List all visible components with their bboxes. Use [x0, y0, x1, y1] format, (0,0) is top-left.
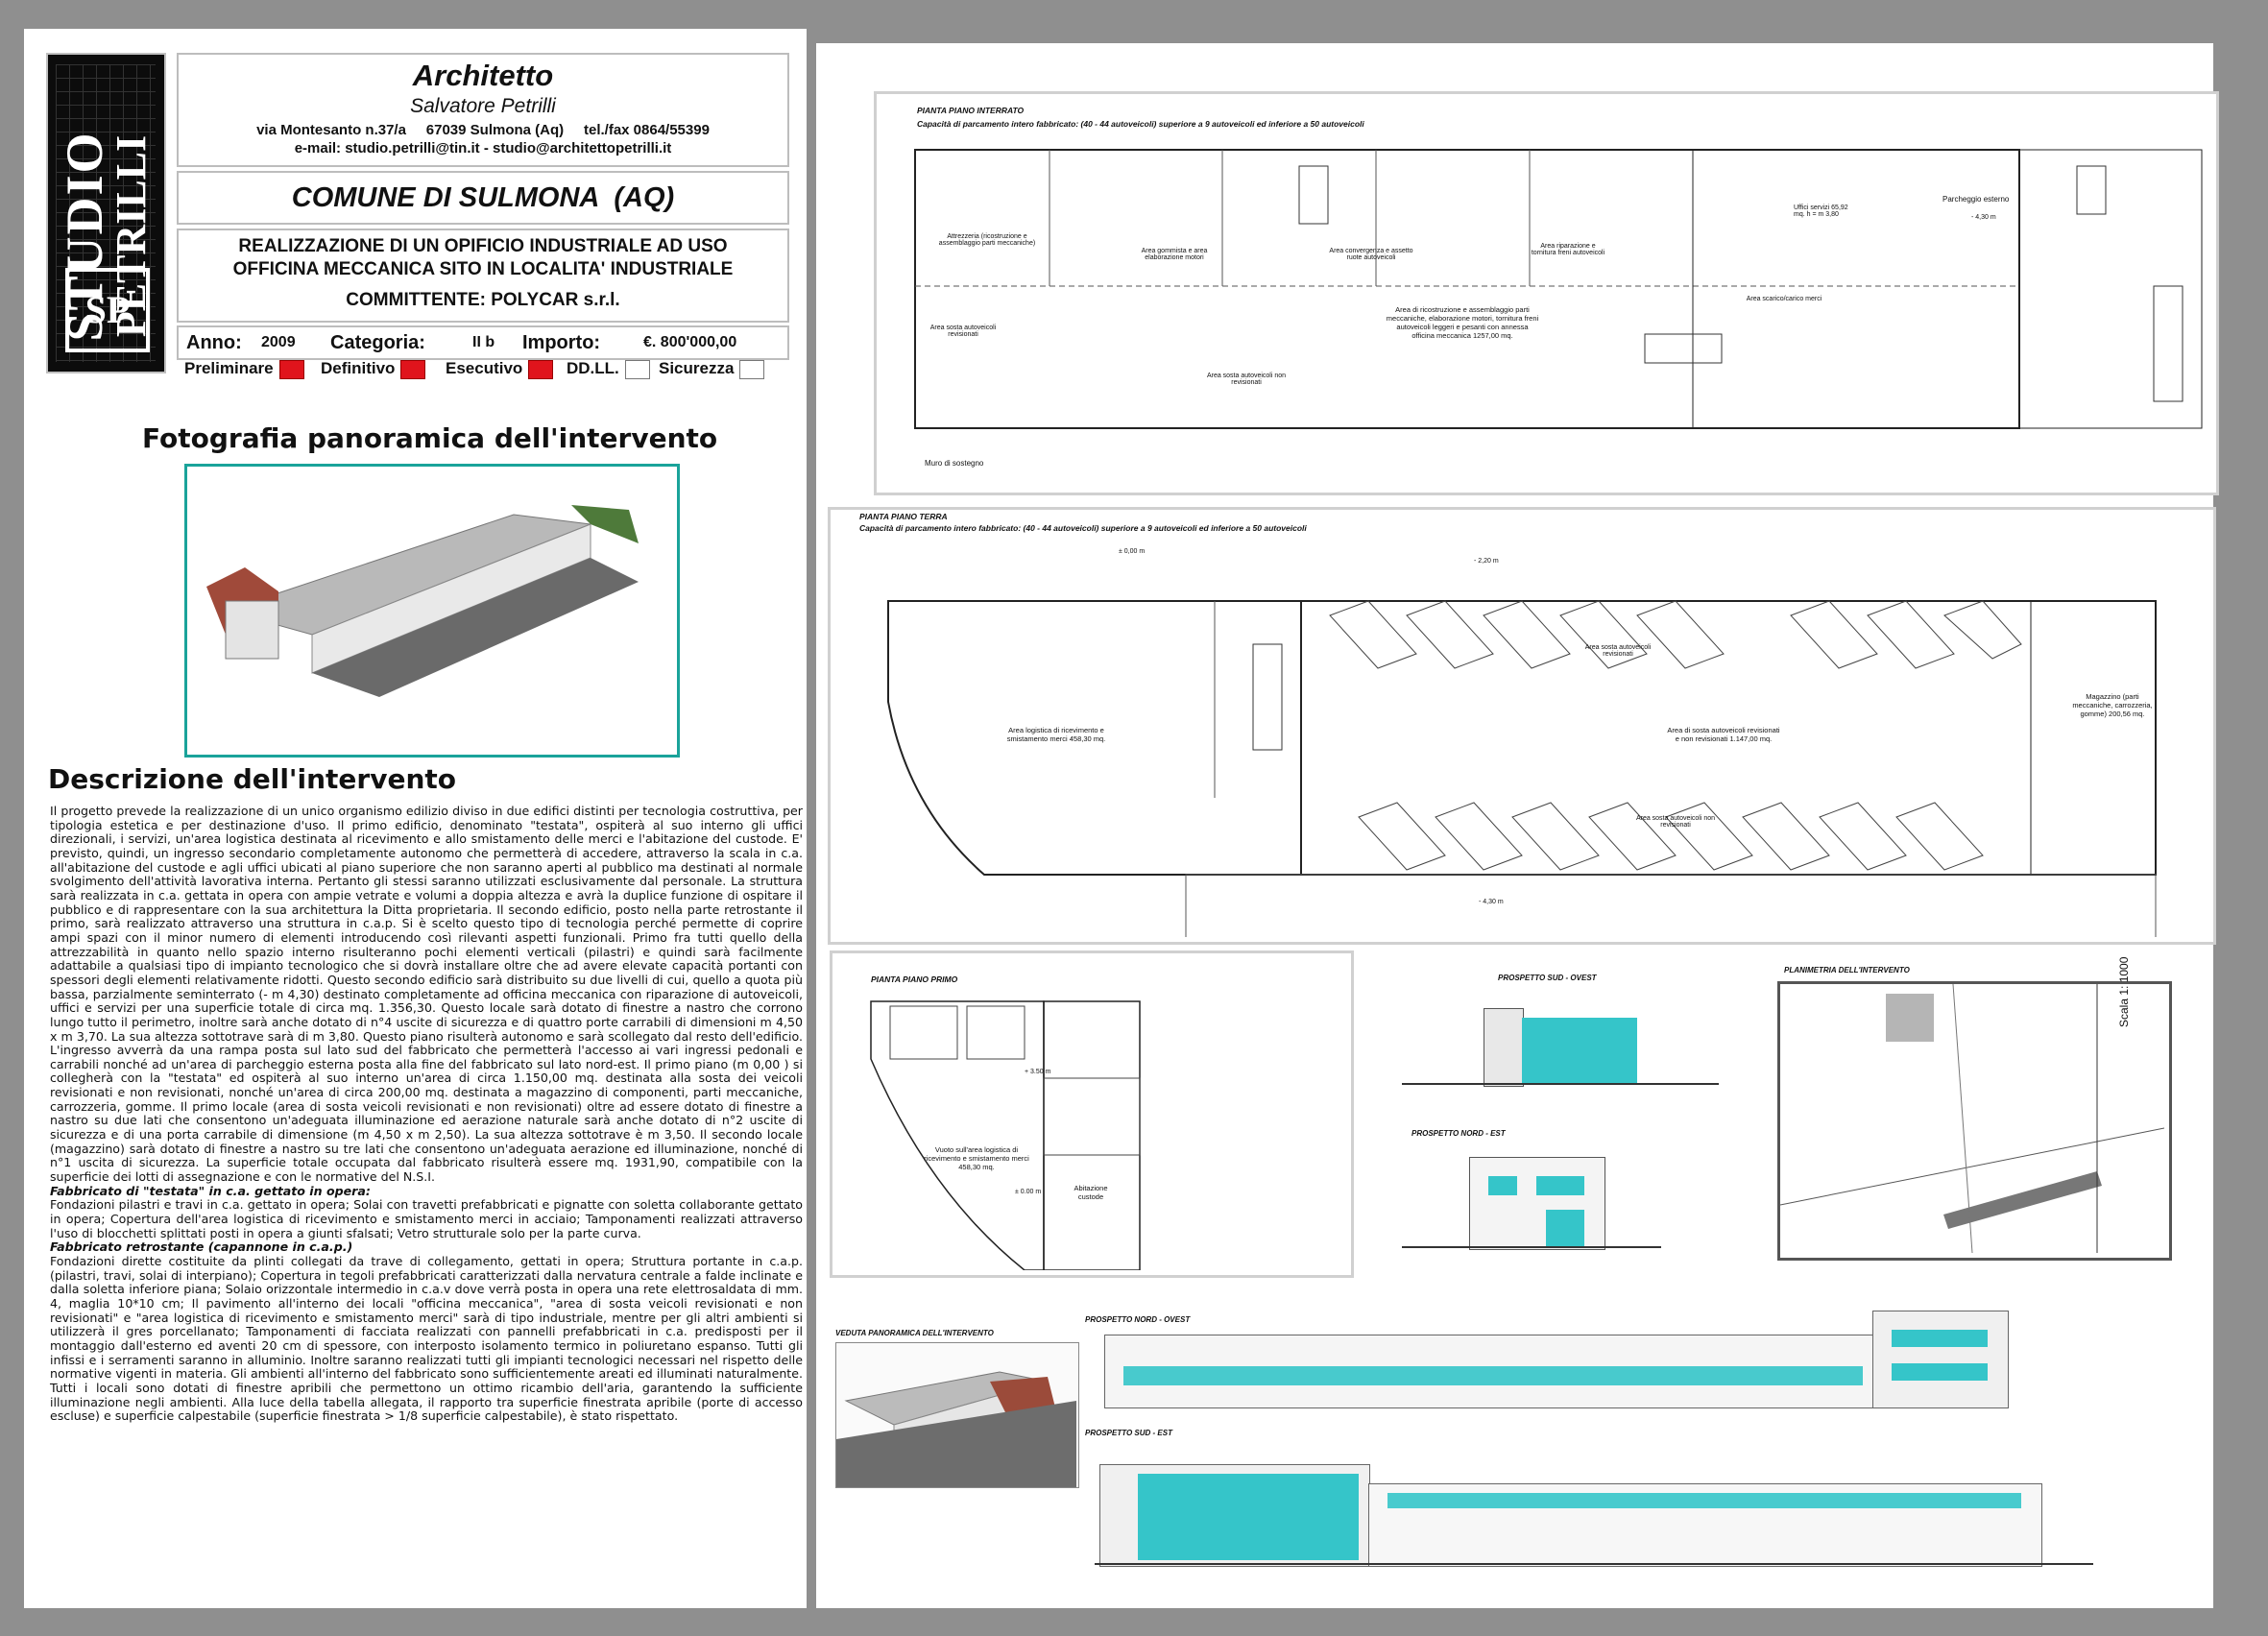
interrato-level: - 4,30 m [1971, 214, 1996, 221]
planimetria-box [1777, 981, 2172, 1261]
checkbox-esecutivo-icon [528, 359, 554, 379]
importo-label: Importo: [522, 332, 601, 353]
categoria-label: Categoria: [330, 332, 425, 353]
interrato-label-attrezzeria: Attrezzeria (ricostruzione e assemblaggi… [938, 233, 1036, 247]
terra-plan [887, 600, 2157, 937]
prospetto-sud-ovest [1402, 989, 1719, 1087]
description-title: Descrizione dell'intervento [48, 763, 457, 795]
terra-subtitle: Capacità di parcamento intero fabbricato… [859, 523, 1307, 533]
planimetria-title: PLANIMETRIA DELL'INTERVENTO [1784, 966, 1910, 974]
prospetto-sud-est-title: PROSPETTO SUD - EST [1085, 1429, 1172, 1437]
interrato-label-gommista: Area gommista e area elaborazione motori [1141, 248, 1208, 261]
description-subtitle-2: Fabbricato retrostante (capannone in c.a… [50, 1239, 353, 1255]
comune-box: COMUNE DI SULMONA (AQ) [177, 171, 789, 225]
description-text: Il progetto prevede la realizzazione di … [50, 804, 803, 1424]
phase-preliminare: Preliminare [184, 359, 304, 379]
anno-value: 2009 [261, 334, 296, 350]
checkbox-preliminare-icon [278, 359, 304, 379]
terra-level-minus: - 2,20 m [1474, 558, 1499, 565]
project-line-1: REALIZZAZIONE DI UN OPIFICIO INDUSTRIALE… [238, 236, 728, 256]
description-paragraph-2: Fondazioni pilastri e travi in c.a. gett… [50, 1197, 803, 1240]
profession-title: Architetto [412, 59, 554, 92]
interrato-label-muro: Muro di sostegno [925, 459, 984, 468]
checkbox-ddll-icon [624, 359, 650, 379]
interrato-label-non-revisionati: Area sosta autoveicoli non revisionati [1206, 373, 1287, 386]
phase-sicurezza: Sicurezza [659, 359, 765, 379]
terra-label-revisionati: Area sosta autoveicoli revisionati [1584, 644, 1652, 658]
categoria-value: II b [472, 334, 495, 350]
interrato-label-scarico: Area scarico/carico merci [1746, 296, 1822, 302]
prospetto-sud-ovest-title: PROSPETTO SUD - OVEST [1498, 974, 1597, 982]
terra-level-interrato: - 4,30 m [1479, 899, 1504, 905]
architect-name: Salvatore Petrilli [410, 95, 556, 117]
primo-label-custode: Abitazione custode [1074, 1184, 1108, 1201]
veduta-title: VEDUTA PANORAMICA DELL'INTERVENTO [835, 1329, 994, 1337]
architect-email: e-mail: studio.petrilli@tin.it - studio@… [294, 140, 672, 156]
terra-label-magazzino: Magazzino (parti meccaniche, carrozzeria… [2072, 692, 2153, 718]
prospetto-nord-ovest [1104, 1291, 2064, 1408]
veduta-image [835, 1342, 1079, 1488]
interrato-label-uffici: Uffici servizi 65,92 mq. h = m 3,80 [1794, 204, 1848, 218]
primo-level-zero: ± 0.00 m [1015, 1189, 1042, 1195]
project-line-2: OFFICINA MECCANICA SITO IN LOCALITA' IND… [232, 259, 734, 279]
panoramic-photo [184, 464, 680, 758]
architect-box: Architetto Salvatore Petrilli via Montes… [177, 53, 789, 167]
committente: COMMITTENTE: POLYCAR s.r.l. [346, 290, 620, 310]
checkbox-sicurezza-icon [739, 359, 765, 379]
phase-esecutivo: Esecutivo [446, 359, 554, 379]
phase-definitivo: Definitivo [321, 359, 426, 379]
info-row: Anno: 2009 Categoria: II b Importo: €. 8… [177, 325, 789, 360]
drawing-pianta-interrato: PIANTA PIANO INTERRATO Capacità di parca… [874, 91, 2219, 495]
logo-grid [56, 64, 156, 362]
interrato-subtitle: Capacità di parcamento intero fabbricato… [917, 119, 1364, 129]
interrato-label-parcheggio: Parcheggio esterno [1942, 195, 2010, 204]
interrato-title: PIANTA PIANO INTERRATO [917, 106, 1025, 115]
drawing-pianta-primo: PIANTA PIANO PRIMO Vuoto sull'area logis… [830, 950, 1354, 1278]
prospetto-nord-est-title: PROSPETTO NORD - EST [1411, 1129, 1506, 1138]
studio-logo: STUDIO PETRILLI SP [46, 53, 166, 373]
primo-label-vuoto: Vuoto sull'area logistica di ricevimento… [924, 1145, 1029, 1171]
scala-label: Scala 1: 1000 [2117, 956, 2131, 1027]
photo-title: Fotografia panoramica dell'intervento [142, 422, 718, 454]
prospetto-nord-est [1402, 1147, 1661, 1250]
phase-ddll: DD.LL. [567, 359, 650, 379]
architect-address: via Montesanto n.37/a 67039 Sulmona (Aq)… [256, 122, 710, 138]
logo-mark: SP [65, 268, 150, 352]
phase-row: Preliminare Definitivo Esecutivo DD.LL. … [179, 359, 787, 382]
project-box: REALIZZAZIONE DI UN OPIFICIO INDUSTRIALE… [177, 229, 789, 323]
primo-plan [870, 1000, 1141, 1270]
primo-level-plus: + 3.50 m [1025, 1069, 1051, 1075]
terra-label-logistica: Area logistica di ricevimento e smistame… [1006, 726, 1106, 743]
description-paragraph-3: Fondazioni dirette costituite da plinti … [50, 1254, 803, 1424]
terra-level-zero: ± 0,00 m [1119, 548, 1146, 555]
interrato-plan [914, 149, 2203, 429]
description-subtitle-1: Fabbricato di "testata" in c.a. gettato … [50, 1183, 371, 1198]
interrato-label-freni: Area riparazione e tornitura freni autov… [1531, 243, 1605, 256]
prospetto-sud-est [1095, 1445, 2093, 1567]
terra-label-sosta: Area di sosta autoveicoli revisionati e … [1667, 726, 1780, 743]
comune-title: COMUNE DI SULMONA (AQ) [291, 182, 675, 213]
checkbox-definitivo-icon [400, 359, 426, 379]
prospetto-nord-ovest-title: PROSPETTO NORD - OVEST [1085, 1315, 1191, 1324]
drawing-pianta-terra: PIANTA PIANO TERRA Capacità di parcament… [828, 507, 2216, 945]
anno-label: Anno: [186, 332, 242, 353]
interrato-label-officina: Area di ricostruzione e assemblaggio par… [1386, 305, 1539, 340]
interrato-label-revisionati: Area sosta autoveicoli revisionati [929, 325, 997, 338]
interrato-label-convergenza: Area convergenza e assetto ruote autovei… [1329, 248, 1413, 261]
terra-title: PIANTA PIANO TERRA [859, 512, 948, 521]
primo-title: PIANTA PIANO PRIMO [871, 974, 958, 984]
terra-label-non-revisionati: Area sosta autoveicoli non revisionati [1635, 815, 1716, 829]
description-paragraph-1: Il progetto prevede la realizzazione di … [50, 804, 803, 1185]
importo-value: €. 800'000,00 [643, 334, 737, 350]
planimetria-map [1779, 983, 2165, 1254]
